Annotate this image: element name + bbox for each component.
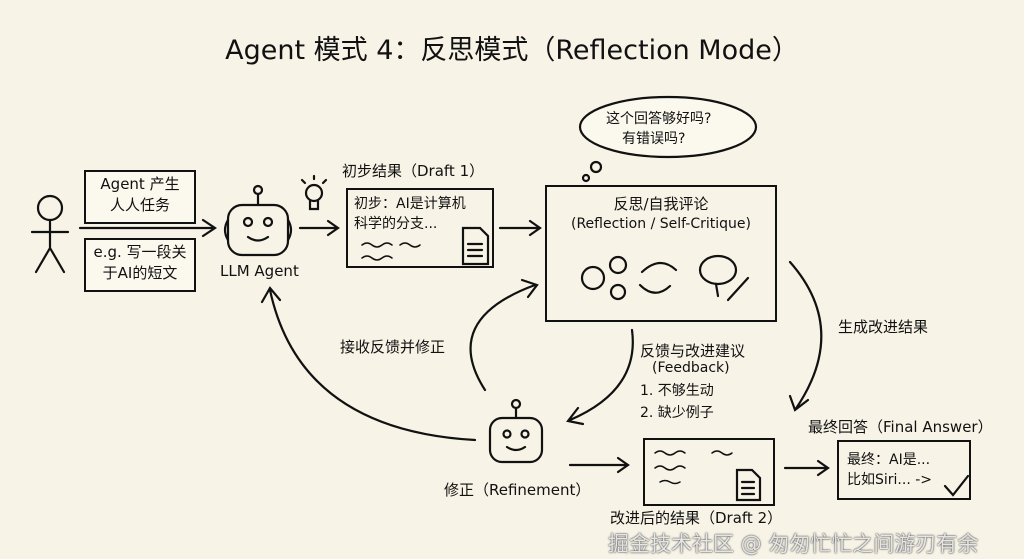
arrow-feedback-to-refinement — [566, 328, 634, 426]
thought-line2: 有错误吗? — [622, 131, 686, 147]
arrow-refinement-to-agent — [260, 286, 477, 442]
draft1-card: 初步：AI是计算机 科学的分支... — [346, 188, 494, 268]
example-line1: e.g. 写一段关 — [93, 243, 187, 261]
arrow-reflection-to-final — [788, 260, 823, 412]
final-line1: 最终：AI是... — [847, 452, 931, 468]
gears-icon — [580, 255, 628, 301]
reflection-line2: (Reflection / Self-Critique) — [571, 216, 751, 232]
thought-line1: 这个回答够好吗? — [606, 111, 712, 127]
llm-agent-label: LLM Agent — [220, 262, 299, 280]
draft1-line1: 初步：AI是计算机 — [354, 196, 466, 212]
final-line2: 比如Siri... -> — [847, 472, 933, 488]
thought-cloud-icon — [578, 95, 758, 183]
feedback-item2: 2. 缺少例子 — [640, 405, 714, 421]
arrow-agent-to-draft1 — [298, 219, 340, 237]
brain-icon — [698, 254, 738, 298]
arrow-refinement-to-draft2 — [568, 456, 630, 474]
arrow-user-to-agent — [78, 218, 217, 238]
doc-icon-draft1 — [461, 226, 490, 266]
refinement-label: 修正（Refinement） — [444, 481, 591, 499]
arrow-refinement-to-reflection — [469, 278, 539, 392]
reflection-line1: 反思/自我评论 — [613, 195, 709, 213]
draft2-label: 改进后的结果（Draft 2） — [610, 509, 783, 527]
page-title: Agent 模式 4：反思模式（Reflection Mode） — [225, 35, 799, 66]
task-box: Agent 产生 人人任务 — [84, 170, 196, 224]
final-label: 最终回答（Final Answer） — [808, 418, 993, 436]
doc-icon-draft2 — [735, 468, 762, 502]
reflection-box: 反思/自我评论 (Reflection / Self-Critique) — [545, 185, 777, 322]
draft1-label: 初步结果（Draft 1） — [342, 162, 485, 180]
draft1-line2: 科学的分支... — [354, 216, 438, 232]
robot-icon-llm-agent — [223, 184, 293, 257]
feedback-line1: 反馈与改进建议 — [640, 342, 746, 360]
draft2-card — [643, 438, 775, 506]
arrow-draft2-to-final — [783, 459, 830, 477]
pencil-icon — [726, 276, 750, 302]
watermark: 掘金技术社区 @ 匆匆忙忙之间游刃有余 — [608, 532, 979, 556]
task-line2: 人人任务 — [109, 196, 170, 214]
refresh-cycle-icon — [638, 261, 678, 294]
feedback-line2: (Feedback) — [652, 360, 730, 376]
example-box: e.g. 写一段关 于AI的短文 — [84, 238, 196, 292]
squiggle-lines-draft1 — [361, 242, 421, 261]
feedback-item1: 1. 不够生动 — [640, 383, 714, 399]
example-line2: 于AI的短文 — [102, 264, 178, 282]
task-line1: Agent 产生 — [100, 175, 180, 193]
receive-feedback-label: 接收反馈并修正 — [340, 338, 446, 356]
user-stick-figure-icon — [30, 194, 70, 274]
generate-label: 生成改进结果 — [838, 318, 929, 336]
robot-icon-refinement — [488, 398, 544, 464]
squiggle-lines-draft2 — [654, 450, 733, 485]
arrow-draft1-to-reflection — [498, 219, 542, 237]
lightbulb-icon — [300, 174, 328, 211]
checkmark-icon — [943, 474, 970, 497]
final-card: 最终：AI是... 比如Siri... -> — [837, 440, 971, 500]
